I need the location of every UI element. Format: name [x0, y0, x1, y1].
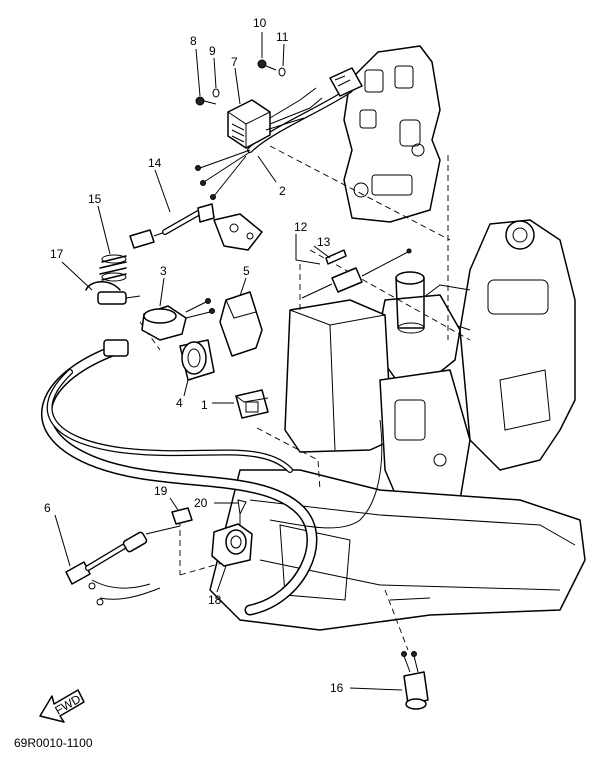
label-part-11: 11 [276, 30, 289, 44]
label-part-10: 10 [253, 16, 267, 30]
part-9-washer [212, 88, 220, 98]
label-part-8: 8 [190, 34, 197, 48]
part-2-wire-harness [195, 67, 363, 200]
part-11-washer [278, 67, 286, 77]
part-18-holder [211, 523, 253, 567]
part-16-sensor [401, 651, 429, 710]
part-1-damper [235, 389, 269, 419]
part-17-clamp [85, 281, 141, 357]
label-part-18: 18 [208, 593, 222, 607]
label-part-19: 19 [154, 484, 168, 498]
wire-harness [41, 346, 383, 616]
part-15-spring [99, 254, 127, 282]
label-part-7: 7 [231, 55, 238, 69]
part-labels: 1 2 3 4 5 6 7 8 9 10 11 12 13 14 15 16 1… [44, 16, 344, 695]
part-4-rubber-holder [179, 339, 215, 381]
part-20-screw [237, 499, 247, 526]
label-part-3: 3 [160, 264, 167, 278]
label-part-6: 6 [44, 501, 51, 515]
part-10-screw [257, 59, 277, 71]
label-part-16: 16 [330, 681, 344, 695]
label-part-9: 9 [209, 44, 216, 58]
bracket-assembly [213, 213, 263, 251]
label-part-15: 15 [88, 192, 102, 206]
fwd-arrow-badge: FWD [39, 689, 85, 723]
leader-lines [54, 32, 403, 691]
label-part-20: 20 [194, 496, 208, 510]
part-6-lead-assembly [65, 525, 181, 606]
part-3-starter-relay [141, 298, 215, 341]
part-7-rectifier-regulator [227, 87, 323, 149]
label-part-13: 13 [317, 235, 331, 249]
label-part-17: 17 [50, 247, 64, 261]
part-5-bracket [219, 291, 263, 357]
part-13-pin [325, 249, 347, 265]
part-8-bolt [195, 96, 217, 106]
label-part-4: 4 [176, 396, 183, 410]
part-12-shaft [301, 248, 412, 299]
part-14-lead-wire [129, 203, 215, 249]
drawing-code: 69R0010-1100 [14, 736, 93, 750]
label-part-1: 1 [201, 398, 208, 412]
label-part-5: 5 [243, 264, 250, 278]
part-19-clip [171, 507, 193, 525]
label-part-2: 2 [279, 184, 286, 198]
label-part-12: 12 [294, 220, 308, 234]
label-part-14: 14 [148, 156, 162, 170]
